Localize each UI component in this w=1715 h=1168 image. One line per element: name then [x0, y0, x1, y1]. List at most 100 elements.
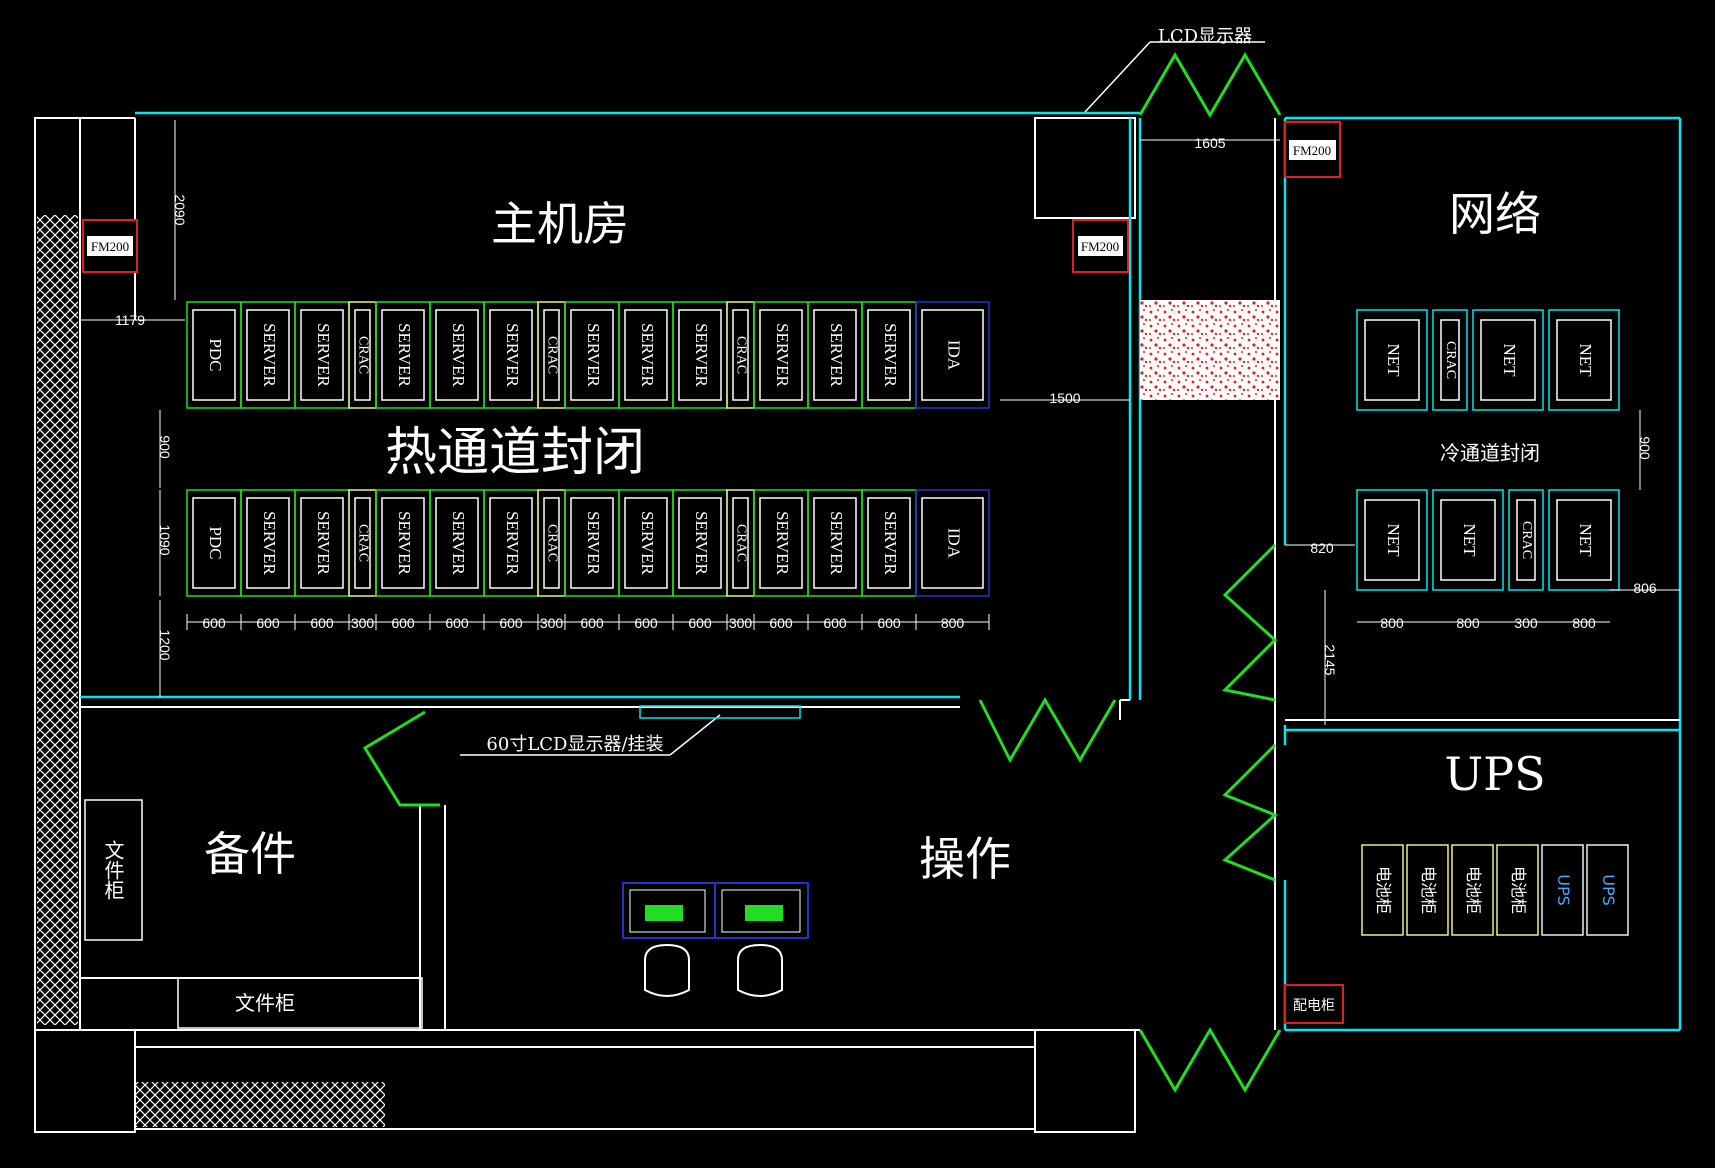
- rack-label: SERVER: [692, 511, 711, 575]
- row1-rack: SERVER: [861, 301, 917, 409]
- rack-label: SERVER: [773, 511, 792, 575]
- rack-label: IDA: [945, 528, 964, 559]
- rack-label: CRAC: [733, 336, 748, 374]
- dim-1090: 1090: [157, 524, 173, 555]
- fm200-units: FM200 FM200 FM200: [82, 121, 1341, 273]
- width-dim: 600: [445, 615, 469, 631]
- ups-cabinet: UPS: [1541, 844, 1584, 936]
- file-cabinet-side-label: 文件柜: [101, 840, 125, 900]
- chairs: [644, 943, 783, 997]
- net-rack: CRAC: [1432, 309, 1468, 411]
- ups-cabinet: 电池柜: [1496, 844, 1539, 936]
- row2-rack: SERVER: [807, 489, 863, 597]
- rack-label: PDC: [206, 338, 225, 371]
- net-width-dim: 800: [1572, 615, 1596, 631]
- row2-rack: CRAC: [726, 489, 755, 597]
- rack-label: CRAC: [355, 524, 370, 562]
- column-bottom: [1034, 1029, 1136, 1133]
- room-main-title: 主机房: [491, 197, 629, 251]
- rack-label: CRAC: [355, 336, 370, 374]
- rack-label: SERVER: [314, 323, 333, 387]
- width-dim: 800: [941, 615, 965, 631]
- rack-label: CRAC: [1519, 521, 1534, 559]
- walls: [34, 117, 1140, 1133]
- distribution-cabinet-label: 配电柜: [1293, 998, 1335, 1014]
- partitions: [80, 118, 1680, 1030]
- room-spare-title: 备件: [204, 827, 296, 881]
- rack-label: SERVER: [503, 511, 522, 575]
- rack-label: SERVER: [692, 323, 711, 387]
- ups-label: 电池柜: [1419, 866, 1438, 914]
- dim-1500: 1500: [1049, 390, 1080, 406]
- net-rack: NET: [1356, 489, 1428, 591]
- width-dim: 600: [823, 615, 847, 631]
- ups-label: 电池柜: [1509, 866, 1528, 914]
- rack-label: NET: [1576, 343, 1595, 377]
- net-width-dim: 300: [1514, 615, 1538, 631]
- red-floor-zone: [1140, 300, 1280, 400]
- ups-cabinet: 电池柜: [1361, 844, 1404, 936]
- width-dim: 600: [769, 615, 793, 631]
- file-cabinet-side: [84, 799, 143, 941]
- distribution-cabinet: [1284, 984, 1344, 1024]
- row1-rack: SERVER: [753, 301, 809, 409]
- rack-label: SERVER: [638, 511, 657, 575]
- net-width-dim: 800: [1380, 615, 1404, 631]
- width-dim: 600: [688, 615, 712, 631]
- rack-label: SERVER: [449, 511, 468, 575]
- width-dim: 300: [729, 615, 753, 631]
- chair-icon: [644, 943, 690, 997]
- lcd-top-label: LCD显示器: [1158, 26, 1252, 47]
- monitor-icon: [645, 905, 683, 921]
- lcd-wall-label: 60寸LCD显示器/挂装: [486, 734, 663, 755]
- rack-label: SERVER: [503, 323, 522, 387]
- width-dim: 600: [256, 615, 280, 631]
- width-dim: 600: [391, 615, 415, 631]
- dim-806: 806: [1633, 580, 1657, 596]
- row2-rack: SERVER: [429, 489, 485, 597]
- ups-cabinet: 电池柜: [1451, 844, 1494, 936]
- rack-label: SERVER: [584, 323, 603, 387]
- dim-900b: 900: [1637, 436, 1653, 460]
- room-network-title: 网络: [1449, 187, 1541, 241]
- dim-1200: 1200: [157, 629, 173, 660]
- rack-label: SERVER: [584, 511, 603, 575]
- row2-rack: CRAC: [348, 489, 377, 597]
- hot-aisle-title: 热通道封闭: [385, 423, 645, 483]
- width-dim: 600: [580, 615, 604, 631]
- net-rack: NET: [1548, 489, 1620, 591]
- column-top: [1034, 117, 1136, 219]
- rack-label: SERVER: [395, 323, 414, 387]
- room-operation-title: 操作: [919, 832, 1011, 886]
- rack-label: CRAC: [733, 524, 748, 562]
- rack-label: SERVER: [395, 511, 414, 575]
- row2-rack: SERVER: [375, 489, 431, 597]
- rack-label: NET: [1384, 523, 1403, 557]
- file-cabinet-bottom: [177, 977, 423, 1029]
- ups-cabinet: UPS: [1586, 844, 1629, 936]
- row1-rack: SERVER: [240, 301, 296, 409]
- fm200-label: FM200: [1081, 239, 1119, 254]
- rack-label: SERVER: [827, 323, 846, 387]
- dim-900: 900: [157, 435, 173, 459]
- server-racks: PDC SERVER SERVER CRAC SERVER SERVER SERVER CRA…: [186, 301, 990, 597]
- rack-label: NET: [1500, 343, 1519, 377]
- ups-label: 电池柜: [1374, 866, 1393, 914]
- row1-rack: IDA: [915, 301, 990, 409]
- chair-icon: [737, 943, 783, 997]
- ups-cabinet: 电池柜: [1406, 844, 1449, 936]
- width-dim: 300: [540, 615, 564, 631]
- row2-rack: IDA: [915, 489, 990, 597]
- row1-rack: SERVER: [672, 301, 728, 409]
- rack-label: CRAC: [544, 336, 559, 374]
- net-rack: NET: [1432, 489, 1504, 591]
- fm200-label: FM200: [91, 239, 129, 254]
- rack-label: SERVER: [773, 323, 792, 387]
- width-dim: 600: [499, 615, 523, 631]
- rack-label: IDA: [945, 340, 964, 371]
- width-dim: 600: [877, 615, 901, 631]
- monitor-icon: [745, 905, 783, 921]
